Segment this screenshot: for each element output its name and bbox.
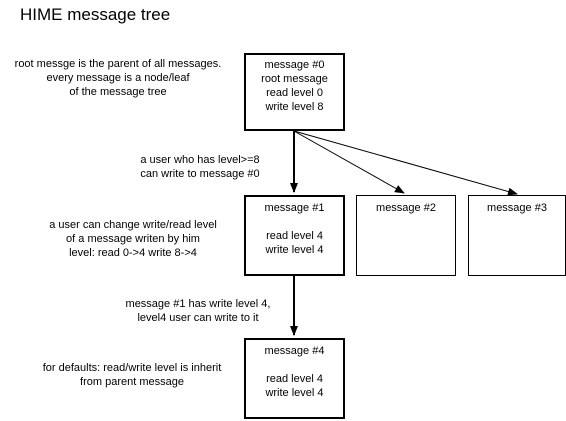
message-node-1: message #1 read level 4 write level 4: [244, 195, 345, 276]
message-node-2: message #2: [356, 195, 456, 276]
note-level-8: a user who has level>=8 can write to mes…: [140, 154, 260, 180]
arrow-m0-to-m3: [293, 130, 518, 196]
message-node-3: message #3: [468, 195, 566, 276]
message-node-4: message #4 read level 4 write level 4: [244, 338, 345, 419]
note-change-levels: a user can change write/read level of a …: [49, 219, 217, 259]
diagram-title: HIME message tree: [20, 5, 171, 24]
note-root-message: root messge is the parent of all message…: [14, 58, 222, 98]
message-node-0: message #0 root message read level 0 wri…: [244, 53, 345, 131]
arrow-m0-to-m2: [293, 130, 405, 194]
note-defaults: for defaults: read/write level is inheri…: [42, 362, 222, 388]
note-write-level-4: message #1 has write level 4, level4 use…: [125, 298, 271, 324]
